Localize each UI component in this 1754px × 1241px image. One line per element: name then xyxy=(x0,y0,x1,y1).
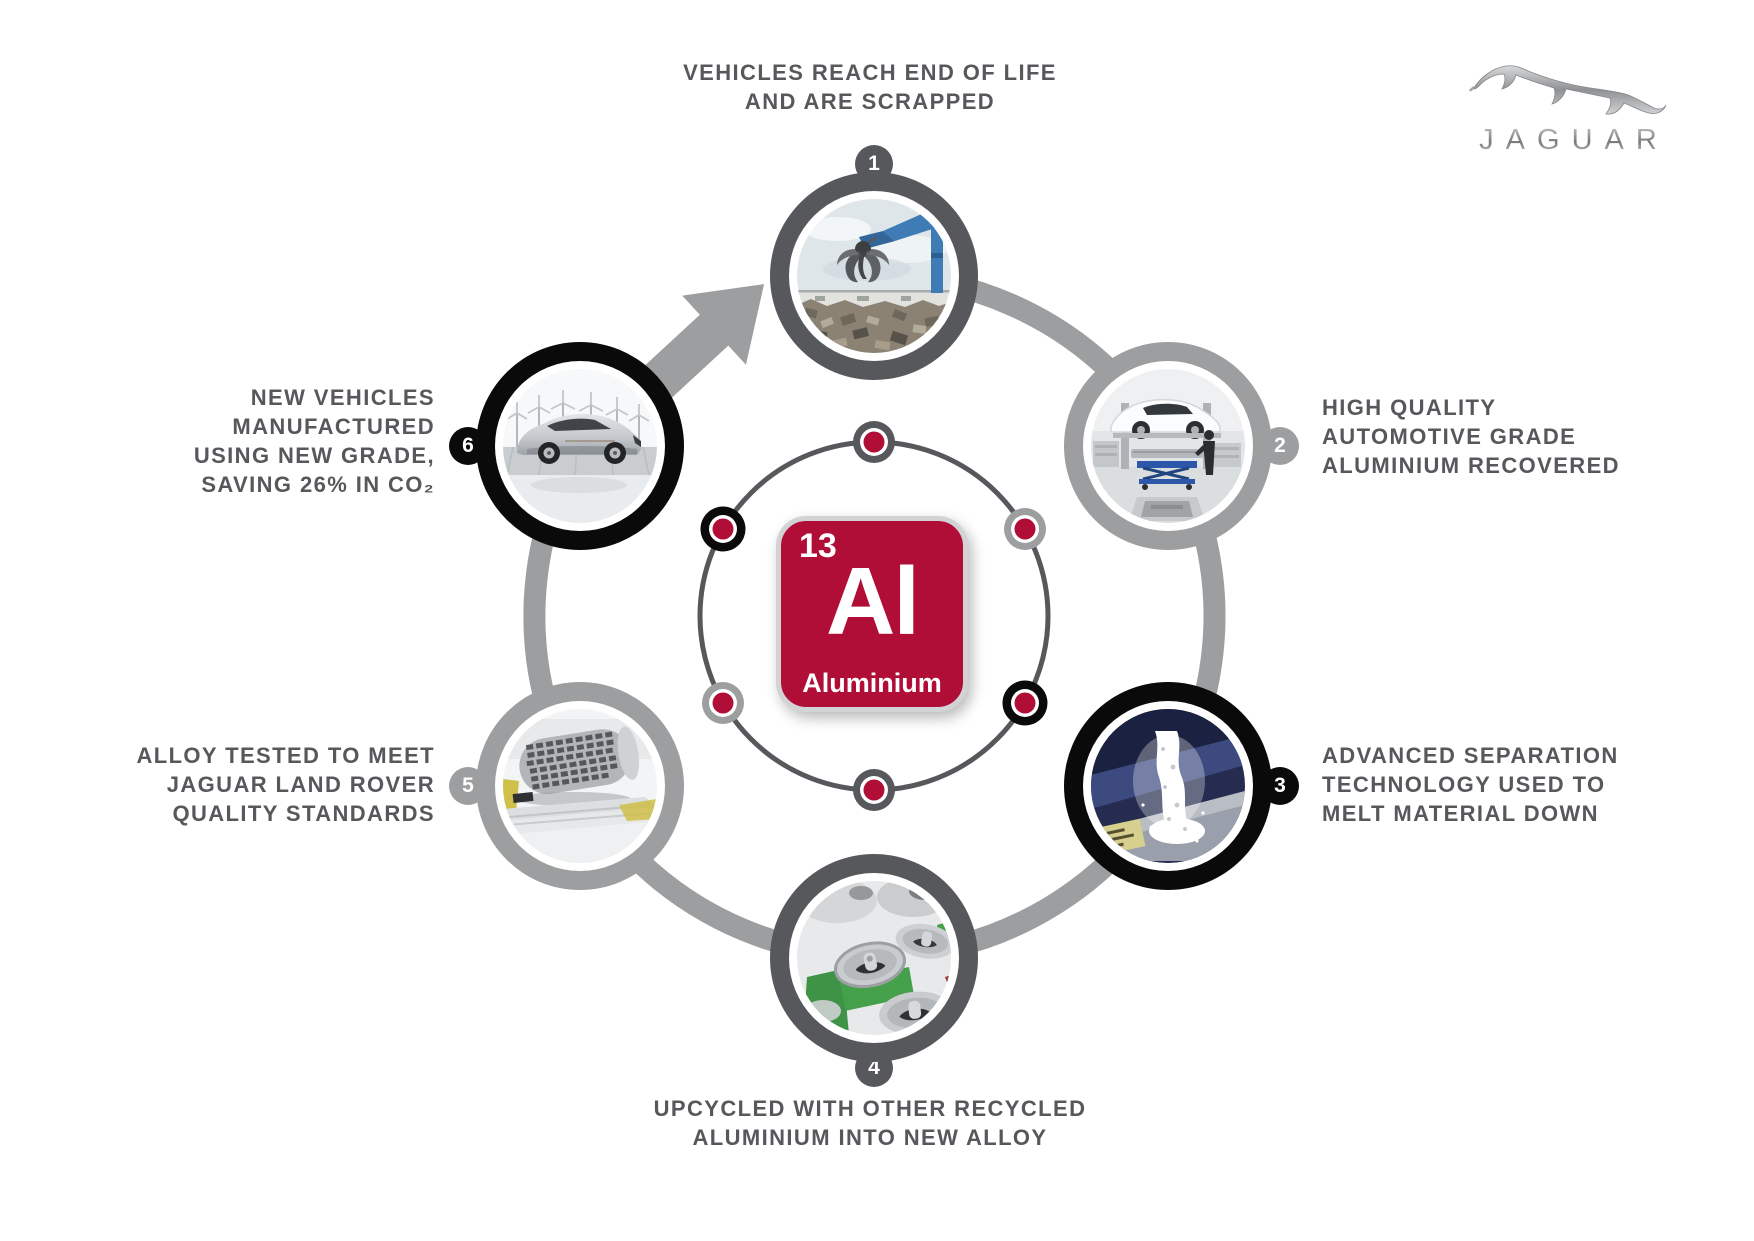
step-1-label: VEHICLES REACH END OF LIFE AND ARE SCRAP… xyxy=(683,60,1057,114)
step-6-circle xyxy=(476,342,684,550)
new-silver-jaguar-vehicle-photo xyxy=(503,369,657,523)
orbit-node-upper-right xyxy=(1004,508,1046,550)
molten-aluminium-pour-photo xyxy=(1091,709,1245,863)
step-6-label: NEW VEHICLES MANUFACTURED USING NEW GRAD… xyxy=(193,385,435,497)
step-4-circle xyxy=(770,854,978,1062)
jaguar-leaper-icon xyxy=(1469,65,1667,115)
orbit-node-lower-left xyxy=(702,682,744,724)
recycled-aluminium-cans-photo xyxy=(797,881,951,1035)
alloy-rolling-mill-photo xyxy=(503,709,657,863)
step-3-circle xyxy=(1064,682,1272,890)
step-3-label: ADVANCED SEPARATION TECHNOLOGY USED TO M… xyxy=(1322,743,1619,826)
orbit-node-bottom xyxy=(853,769,895,811)
orbit-node-lower-right xyxy=(1002,680,1048,726)
step-4-label: UPCYCLED WITH OTHER RECYCLED ALUMINIUM I… xyxy=(653,1096,1087,1150)
jaguar-logo: JAGUAR xyxy=(1452,48,1684,157)
step-5-circle xyxy=(476,682,684,890)
step-1-circle xyxy=(770,172,978,380)
orbit-node-upper-left xyxy=(700,506,746,552)
car-on-workshop-lift-photo xyxy=(1091,369,1245,523)
orbit-node-top xyxy=(853,421,895,463)
jaguar-wordmark: JAGUAR xyxy=(1452,124,1684,157)
element-name: Aluminium xyxy=(802,668,942,698)
element-symbol: Al xyxy=(826,548,920,655)
step-2-label: HIGH QUALITY AUTOMOTIVE GRADE ALUMINIUM … xyxy=(1322,395,1620,478)
scrapyard-crane-claw-photo xyxy=(797,199,951,353)
atomic-number: 13 xyxy=(799,527,837,565)
step-2-circle xyxy=(1064,342,1272,550)
aluminium-element-tile: 13 Al Aluminium xyxy=(776,516,968,712)
step-5-label: ALLOY TESTED TO MEET JAGUAR LAND ROVER Q… xyxy=(136,743,435,826)
